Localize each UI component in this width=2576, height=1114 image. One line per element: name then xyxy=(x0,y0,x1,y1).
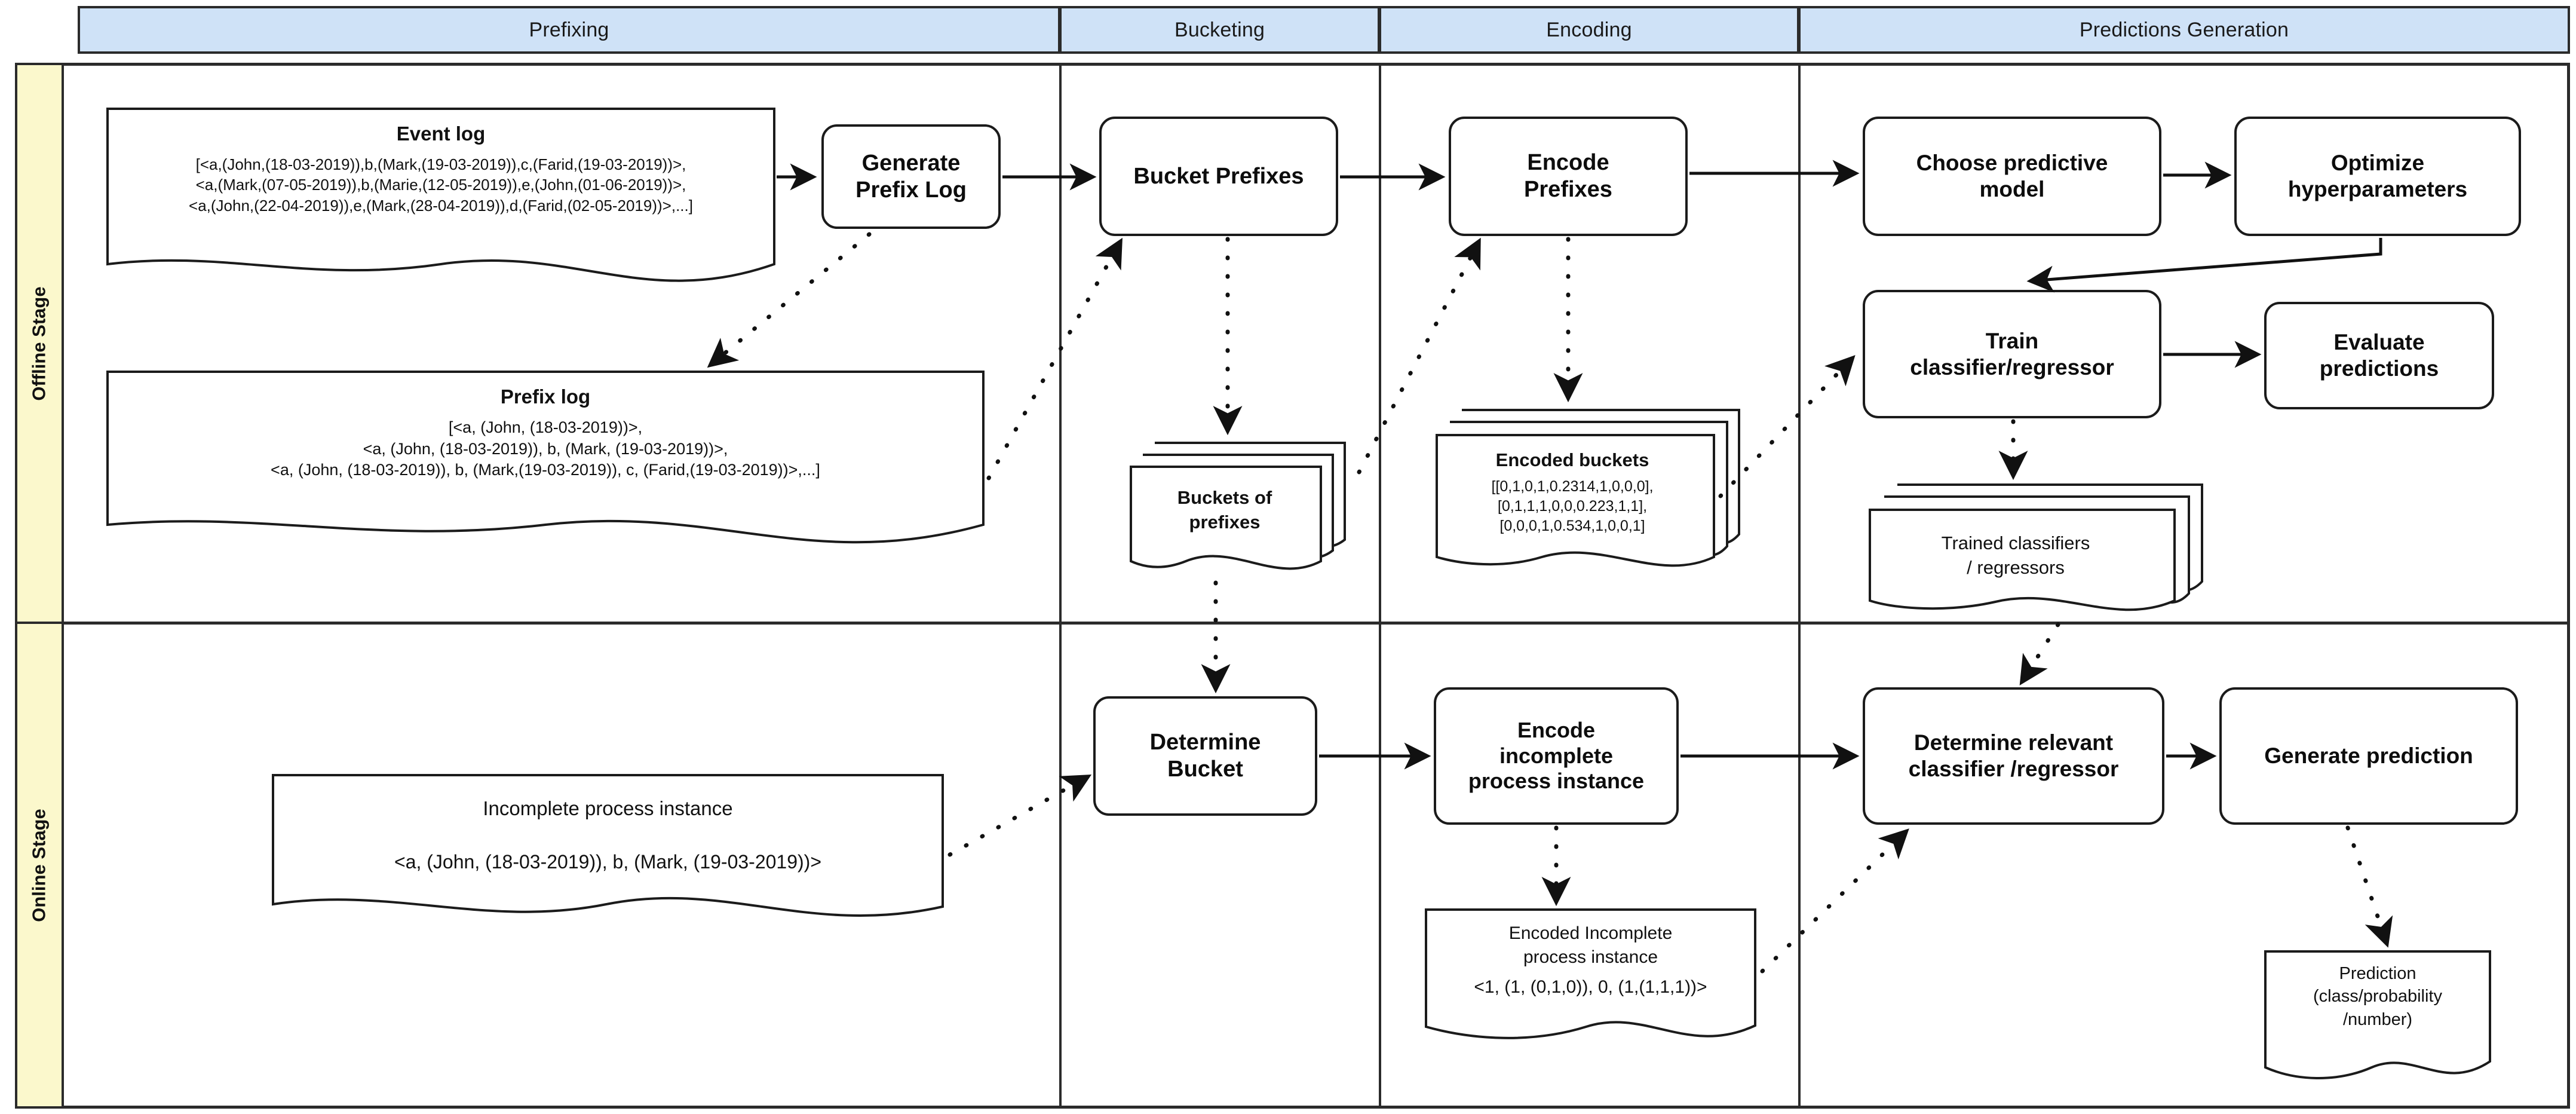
event-log-shape xyxy=(106,108,775,282)
encoded-buckets-document: Encoded buckets [[0,1,0,1,0.2314,1,0,0,0… xyxy=(1431,406,1741,580)
column-header-encoding-label: Encoding xyxy=(1546,18,1632,41)
encoded-buckets-line-1: [[0,1,0,1,0.2314,1,0,0,0], xyxy=(1491,478,1654,495)
stage-label-online: Online Stage xyxy=(15,622,64,1109)
column-divider-1 xyxy=(1059,65,1062,1106)
trained-classifiers-shape xyxy=(1869,483,2203,611)
buckets-of-prefixes-document: Buckets of prefixes xyxy=(1120,439,1347,577)
encoded-incomplete-instance-line-1: <1, (1, (0,1,0)), 0, (1,(1,1,1))> xyxy=(1474,977,1707,997)
prediction-title: Prediction xyxy=(2339,964,2416,983)
process-optimize-hyperparameters[interactable]: Optimize hyperparameters xyxy=(2234,117,2521,236)
process-encode-incomplete-instance[interactable]: Encode incomplete process instance xyxy=(1434,687,1679,825)
incomplete-process-instance-document: Incomplete process instance <a, (John, (… xyxy=(272,774,944,929)
event-log-line-2: <a,(Mark,(07-05-2019)),b,(Marie,(12-05-2… xyxy=(195,176,686,194)
encoded-buckets-title: Encoded buckets xyxy=(1495,449,1649,470)
column-header-encoding: Encoding xyxy=(1379,6,1799,54)
prefix-log-title: Prefix log xyxy=(500,385,591,408)
process-choose-predictive-model[interactable]: Choose predictive model xyxy=(1863,117,2161,236)
buckets-of-prefixes-title: Buckets of prefixes xyxy=(1177,487,1272,532)
prefix-log-shape xyxy=(106,371,985,544)
trained-classifiers-document: Trained classifiers / regressors xyxy=(1858,481,2204,625)
process-determine-relevant-classifier[interactable]: Determine relevant classifier /regressor xyxy=(1863,687,2164,825)
prefix-log-line-1: [<a, (John, (18-03-2019))>, xyxy=(448,418,643,436)
process-determine-bucket[interactable]: Determine Bucket xyxy=(1093,696,1317,816)
column-header-prefixing-label: Prefixing xyxy=(529,18,609,41)
column-header-bucketing: Bucketing xyxy=(1059,6,1380,54)
column-header-prefixing: Prefixing xyxy=(78,6,1060,54)
process-generate-prefix-log[interactable]: Generate Prefix Log xyxy=(821,124,1001,229)
process-train-classifier-regressor[interactable]: Train classifier/regressor xyxy=(1863,290,2161,418)
trained-classifiers-title: Trained classifiers / regressors xyxy=(1941,532,2090,578)
event-log-line-3: <a,(John,(22-04-2019)),e,(Mark,(28-04-20… xyxy=(189,196,693,215)
incomplete-process-instance-title: Incomplete process instance xyxy=(483,797,733,819)
incomplete-process-instance-shape xyxy=(272,774,944,917)
process-evaluate-predictions[interactable]: Evaluate predictions xyxy=(2264,302,2494,409)
prefix-log-line-2: <a, (John, (18-03-2019)), b, (Mark, (19-… xyxy=(363,439,728,458)
encoded-buckets-line-2: [0,1,1,1,0,0,0.223,1,1], xyxy=(1497,498,1648,515)
column-header-predictions: Predictions Generation xyxy=(1798,6,2570,54)
prediction-document: Prediction (class/probability /number) xyxy=(2264,950,2491,1091)
event-log-title: Event log xyxy=(396,123,486,145)
buckets-of-prefixes-shape xyxy=(1130,442,1346,570)
prediction-line-1: (class/probability xyxy=(2313,987,2442,1006)
stage-label-online-text: Online Stage xyxy=(29,808,50,922)
column-divider-2 xyxy=(1379,65,1381,1106)
encoded-incomplete-instance-document: Encoded Incomplete process instance <1, … xyxy=(1425,908,1756,1052)
stage-label-offline-text: Offline Stage xyxy=(29,286,50,401)
prediction-line-2: /number) xyxy=(2342,1009,2413,1029)
process-bucket-prefixes[interactable]: Bucket Prefixes xyxy=(1099,117,1338,236)
event-log-line-1: [<a,(John,(18-03-2019)),b,(Mark,(19-03-2… xyxy=(195,155,686,173)
stage-label-offline: Offline Stage xyxy=(15,63,64,625)
process-generate-prediction[interactable]: Generate prediction xyxy=(2219,687,2518,825)
prefix-log-line-3: <a, (John, (18-03-2019)), b, (Mark,(19-0… xyxy=(271,461,820,479)
encoded-buckets-shape xyxy=(1436,409,1740,567)
process-encode-prefixes[interactable]: Encode Prefixes xyxy=(1449,117,1688,236)
column-divider-3 xyxy=(1798,65,1801,1106)
event-log-document: Event log [<a,(John,(18-03-2019)),b,(Mar… xyxy=(106,108,775,287)
encoded-buckets-line-3: [0,0,0,1,0.534,1,0,0,1] xyxy=(1499,518,1645,534)
prefix-log-document: Prefix log [<a, (John, (18-03-2019))>, <… xyxy=(106,371,985,550)
encoded-incomplete-instance-shape xyxy=(1425,908,1756,1039)
column-header-bucketing-label: Bucketing xyxy=(1174,18,1265,41)
incomplete-process-instance-line-1: <a, (John, (18-03-2019)), b, (Mark, (19-… xyxy=(394,851,821,873)
column-header-predictions-label: Predictions Generation xyxy=(2079,18,2289,41)
prediction-shape xyxy=(2264,950,2491,1079)
encoded-incomplete-instance-title: Encoded Incomplete process instance xyxy=(1508,923,1673,967)
